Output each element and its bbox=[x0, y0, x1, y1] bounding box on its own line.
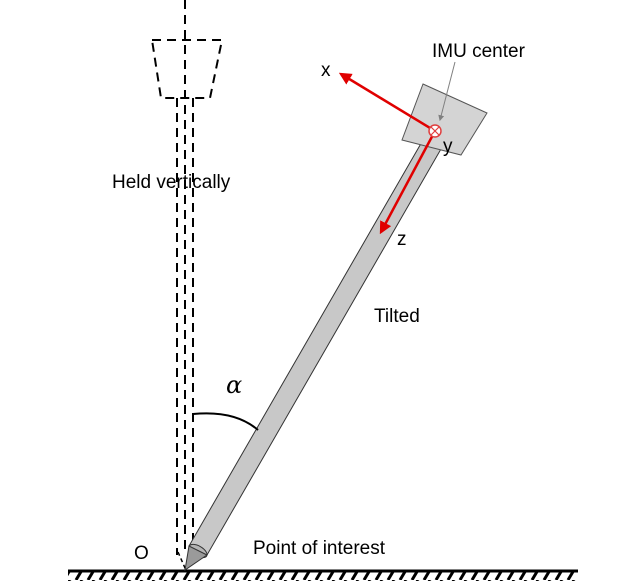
label-held-vertically: Held vertically bbox=[112, 172, 231, 193]
vertical-pole bbox=[150, 0, 224, 555]
label-point-of-interest: Point of interest bbox=[253, 538, 386, 559]
ground bbox=[68, 569, 578, 581]
angle-arc bbox=[192, 412, 259, 431]
label-origin: O bbox=[134, 543, 149, 564]
ground-hatching bbox=[68, 572, 578, 581]
label-axis-y: y bbox=[443, 136, 453, 157]
y-axis-into-page-icon bbox=[428, 124, 442, 138]
label-axis-x: x bbox=[321, 60, 331, 81]
z-axis-arrow bbox=[379, 130, 437, 235]
vertical-imu-housing bbox=[150, 39, 224, 99]
label-imu-center: IMU center bbox=[432, 41, 526, 62]
tilted-pole bbox=[184, 83, 488, 572]
imu-axes bbox=[338, 72, 442, 235]
imu-center-pointer bbox=[438, 61, 456, 122]
label-axis-z: z bbox=[397, 229, 407, 250]
x-axis-arrow bbox=[338, 72, 436, 133]
tilted-pole-shaft bbox=[188, 139, 442, 556]
label-tilted: Tilted bbox=[374, 306, 420, 327]
label-angle-alpha: α bbox=[226, 371, 242, 399]
tilted-pole-tip bbox=[184, 545, 208, 572]
imu-housing bbox=[401, 83, 488, 156]
